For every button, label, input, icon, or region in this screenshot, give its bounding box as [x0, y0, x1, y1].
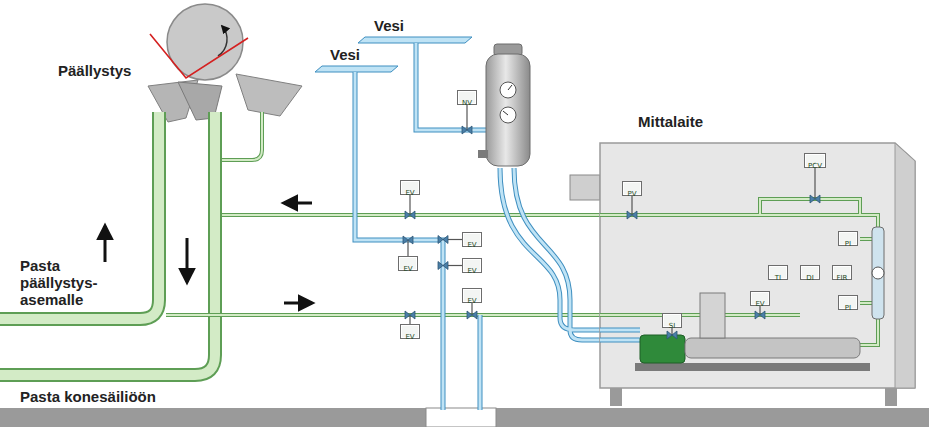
machine-leg — [610, 388, 622, 406]
instrument-code: NV — [462, 97, 472, 110]
valve-symbol — [627, 211, 637, 219]
instrument-tag: EV — [462, 288, 482, 303]
water-heater — [486, 54, 530, 166]
machine-housing — [600, 143, 915, 408]
pasta-pipe — [0, 112, 215, 375]
water-header — [315, 66, 398, 72]
instrument-code: PI — [845, 302, 851, 315]
valve-symbol — [438, 262, 448, 270]
drain-pit — [426, 408, 496, 427]
pump-motor — [640, 335, 685, 363]
instrument-code: EV — [405, 331, 414, 344]
instrument-code: FIR — [837, 272, 848, 285]
gauge — [500, 82, 516, 98]
instrument-tag: NV — [457, 90, 477, 105]
water-hose — [500, 168, 600, 340]
valve-stem — [409, 195, 410, 215]
pump-base — [635, 363, 870, 371]
instrument-tag: EV — [400, 324, 420, 339]
flow-arrow — [284, 202, 312, 205]
machine-leg — [885, 388, 897, 406]
valve-symbol — [403, 236, 413, 244]
housing-outline — [600, 143, 915, 388]
pump-hopper — [700, 293, 725, 338]
flow-arrow — [104, 226, 107, 262]
instrument-tag: FIR — [832, 265, 852, 280]
valve-symbol — [462, 126, 472, 134]
instrument-code: EV — [403, 263, 412, 276]
instrument-tag: PCV — [804, 153, 826, 168]
instrument-code: EV — [467, 239, 476, 252]
valve-stem — [409, 315, 410, 324]
device-heading: Mittalaite — [638, 113, 703, 131]
junction-box — [570, 175, 600, 200]
pipe-label: Päällystys — [58, 62, 131, 79]
measuring-device: MittalaitePCVPVPITIDIFIREVPISI — [600, 143, 915, 388]
heater-fitting — [478, 150, 488, 158]
instrument-tag: EV — [462, 232, 482, 247]
instrument-code: SI — [669, 320, 676, 333]
instrument-tag: DI — [800, 265, 820, 280]
water-pipe — [355, 43, 488, 410]
instrument-code: EV — [467, 265, 476, 278]
internal-line — [600, 199, 878, 345]
water-header — [358, 37, 472, 43]
valve-symbol — [755, 311, 765, 319]
instrument-code: PCV — [808, 160, 822, 173]
instrument-code: PV — [627, 188, 636, 201]
valve-symbol — [467, 311, 477, 319]
pipe-label: Vesi — [330, 46, 360, 63]
valve-stem — [407, 240, 408, 256]
instrument-tag: TI — [768, 265, 788, 280]
valve-stem — [814, 168, 815, 199]
instrument-tag: EV — [400, 180, 420, 195]
water-pipe — [355, 43, 488, 410]
sight-glass — [872, 227, 884, 319]
gauge-needle — [508, 85, 512, 90]
valve-symbol — [438, 236, 448, 244]
valve-symbol — [405, 311, 415, 319]
water-hose — [600, 330, 640, 340]
instrument-code: DI — [806, 272, 813, 285]
pasta-pipe — [0, 112, 159, 319]
instrument-code: PI — [845, 238, 851, 251]
flow-arrow — [186, 238, 189, 282]
instrument-code: EV — [467, 295, 476, 308]
instrument-code: EV — [405, 187, 414, 200]
instrument-tag: PV — [622, 181, 642, 196]
housing-side — [895, 143, 915, 388]
instrument-tag: PI — [838, 295, 858, 310]
flow-arrow — [284, 302, 312, 305]
instrument-tag: SI — [662, 313, 682, 328]
valve-stem — [631, 196, 632, 215]
internal-line — [600, 199, 878, 345]
pasta-pipe — [0, 112, 159, 319]
flow-meter — [872, 267, 884, 279]
sample-line — [166, 112, 600, 315]
pipe-label: Pasta konesäiliöön — [20, 388, 156, 405]
water-hose — [500, 168, 600, 340]
pump-body — [685, 338, 860, 358]
instrument-tag: EV — [398, 256, 418, 271]
floor — [0, 408, 929, 427]
instrument-code: TI — [775, 272, 781, 285]
return-hopper — [236, 74, 302, 116]
valve-symbol — [810, 195, 820, 203]
valve-symbol — [667, 331, 677, 339]
instrument-tag: EV — [462, 258, 482, 273]
instrument-tag: PI — [838, 231, 858, 246]
valve-symbol — [405, 211, 415, 219]
sample-line — [166, 112, 600, 315]
pasta-pipe — [0, 112, 215, 375]
water-hose — [600, 330, 640, 340]
pipe-label: Vesi — [374, 17, 404, 34]
paper-web — [150, 34, 248, 78]
instrument-code: EV — [755, 298, 764, 311]
valve-stem — [466, 105, 467, 130]
gauge-needle — [503, 111, 508, 115]
pipe-label: Pasta päällystys- asemalle — [20, 257, 120, 308]
instrument-tag: EV — [750, 291, 770, 306]
gauge — [500, 107, 516, 123]
